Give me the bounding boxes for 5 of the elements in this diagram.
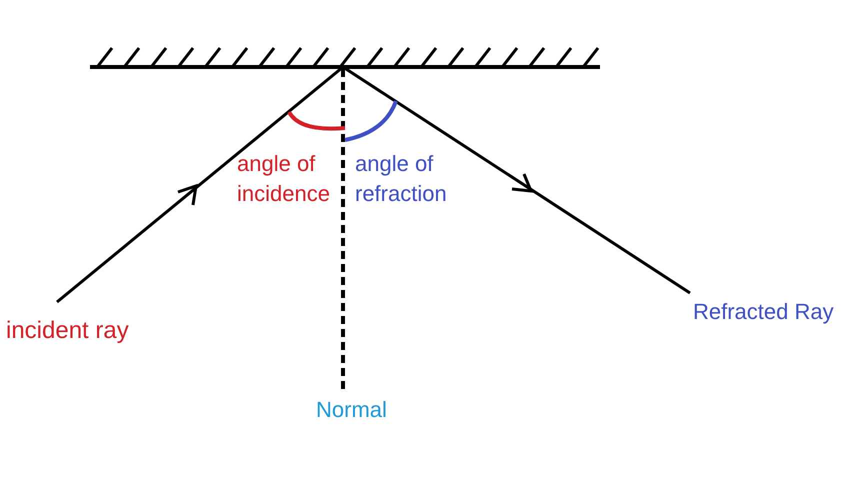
angle-label: angle of incidence (237, 150, 331, 208)
ray-label: incident ray (6, 316, 129, 346)
angle-label: angle of refraction (355, 150, 448, 208)
normal-label: Normal (316, 396, 387, 424)
ray-label: Refracted Ray (693, 298, 834, 326)
